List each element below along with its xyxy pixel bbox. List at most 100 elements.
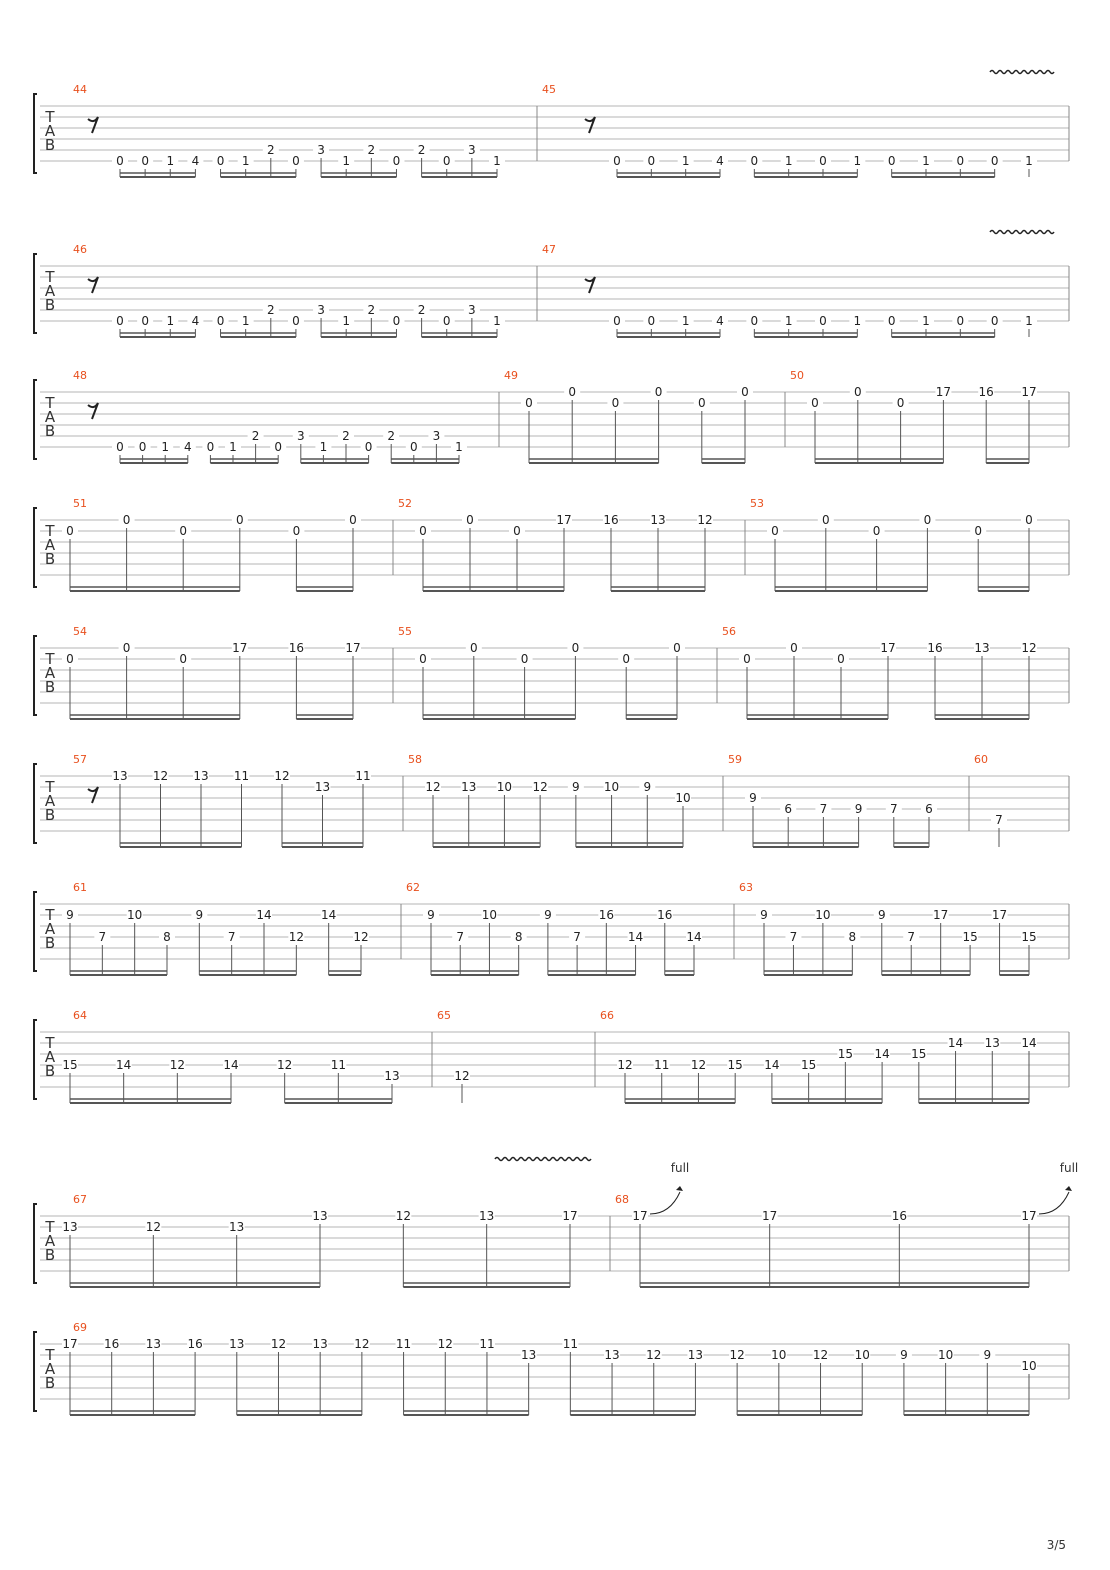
fret-background: [991, 814, 1007, 826]
fret-number: 17: [933, 908, 948, 922]
fret-background: [885, 803, 902, 815]
fret-number: 16: [599, 908, 614, 922]
fret-number: 13: [650, 513, 665, 527]
fret-background: [986, 315, 1003, 327]
fret-number: 7: [820, 802, 828, 816]
fret-background: [567, 642, 584, 654]
fret-number: 0: [613, 314, 621, 328]
fret-background: [175, 525, 192, 537]
fret-background: [895, 1349, 912, 1361]
fret-number: 0: [525, 396, 533, 410]
fret-background: [462, 514, 478, 526]
fret-background: [712, 315, 728, 327]
fret-number: 10: [497, 780, 512, 794]
fret-number: 0: [888, 314, 896, 328]
fret-number: 1: [493, 154, 501, 168]
fret-background: [112, 770, 128, 782]
fret-background: [395, 1338, 412, 1350]
fret-number: 0: [873, 524, 881, 538]
fret-background: [693, 397, 710, 409]
fret-number: 1: [166, 314, 174, 328]
fret-background: [883, 315, 900, 327]
fret-number: 13: [521, 1348, 536, 1362]
fret-number: 12: [533, 780, 548, 794]
fret-background: [383, 430, 400, 442]
measure-number: 50: [790, 369, 804, 382]
fret-background: [712, 155, 728, 167]
fret-number: 12: [289, 930, 304, 944]
fret-background: [918, 155, 934, 167]
fret-background: [873, 909, 890, 921]
measure-number: 57: [73, 753, 87, 766]
fret-background: [413, 144, 430, 156]
fret-number: 0: [957, 154, 965, 168]
fret-background: [509, 525, 525, 537]
fret-background: [815, 155, 831, 167]
fret-background: [256, 909, 272, 921]
fret-number: 6: [784, 802, 792, 816]
fret-number: 12: [277, 1058, 292, 1072]
fret-background: [103, 1338, 120, 1350]
fret-number: 9: [749, 791, 757, 805]
fret-number: 9: [855, 802, 863, 816]
fret-background: [817, 514, 834, 526]
fret-background: [288, 642, 305, 654]
tab-clef-letter: A: [45, 792, 56, 810]
system-bracket: [33, 93, 37, 174]
fret-background: [237, 315, 254, 327]
fret-number: 17: [1021, 385, 1036, 399]
fret-background: [276, 1059, 293, 1071]
fret-number: 0: [443, 314, 451, 328]
fret-background: [225, 441, 241, 453]
fret-background: [415, 525, 431, 537]
fret-background: [179, 441, 196, 453]
fret-number: 0: [139, 440, 147, 454]
fret-number: 17: [232, 641, 247, 655]
fret-number: 12: [454, 1069, 469, 1083]
fret-background: [288, 931, 305, 943]
fret-background: [212, 315, 229, 327]
fret-number: 0: [957, 314, 965, 328]
fret-number: 8: [515, 930, 523, 944]
fret-number: 7: [456, 930, 464, 944]
fret-background: [262, 304, 279, 316]
fret-background: [413, 304, 430, 316]
fret-background: [935, 386, 952, 398]
fret-number: 12: [646, 1348, 661, 1362]
fret-background: [353, 931, 369, 943]
fret-background: [355, 770, 371, 782]
system-bracket: [33, 253, 37, 334]
fret-background: [330, 1059, 347, 1071]
fret-number: 0: [217, 154, 225, 168]
fret-number: 9: [760, 908, 768, 922]
fret-number: 3: [297, 429, 305, 443]
tab-clef-letter: B: [45, 1246, 55, 1264]
eighth-rest: [584, 276, 596, 294]
fret-number: 2: [418, 303, 426, 317]
fret-background: [932, 909, 949, 921]
measure-number: 46: [73, 243, 87, 256]
measure-number: 53: [750, 497, 764, 510]
fret-background: [262, 144, 279, 156]
fret-background: [315, 441, 332, 453]
fret-number: 0: [698, 396, 706, 410]
fret-number: 1: [682, 154, 690, 168]
fret-background: [62, 525, 78, 537]
measure-number: 64: [73, 1009, 87, 1022]
measure-number: 69: [73, 1321, 87, 1334]
fret-number: 1: [854, 154, 862, 168]
tab-clef-letter: B: [45, 806, 55, 824]
tab-clef-letter: T: [44, 1034, 55, 1052]
fret-background: [313, 144, 330, 156]
fret-background: [562, 1210, 578, 1222]
fret-number: 0: [751, 154, 759, 168]
fret-background: [919, 514, 936, 526]
measure-number: 56: [722, 625, 736, 638]
fret-number: 8: [163, 930, 171, 944]
vibrato-mark: [494, 1156, 592, 1162]
fret-number: 0: [217, 314, 225, 328]
